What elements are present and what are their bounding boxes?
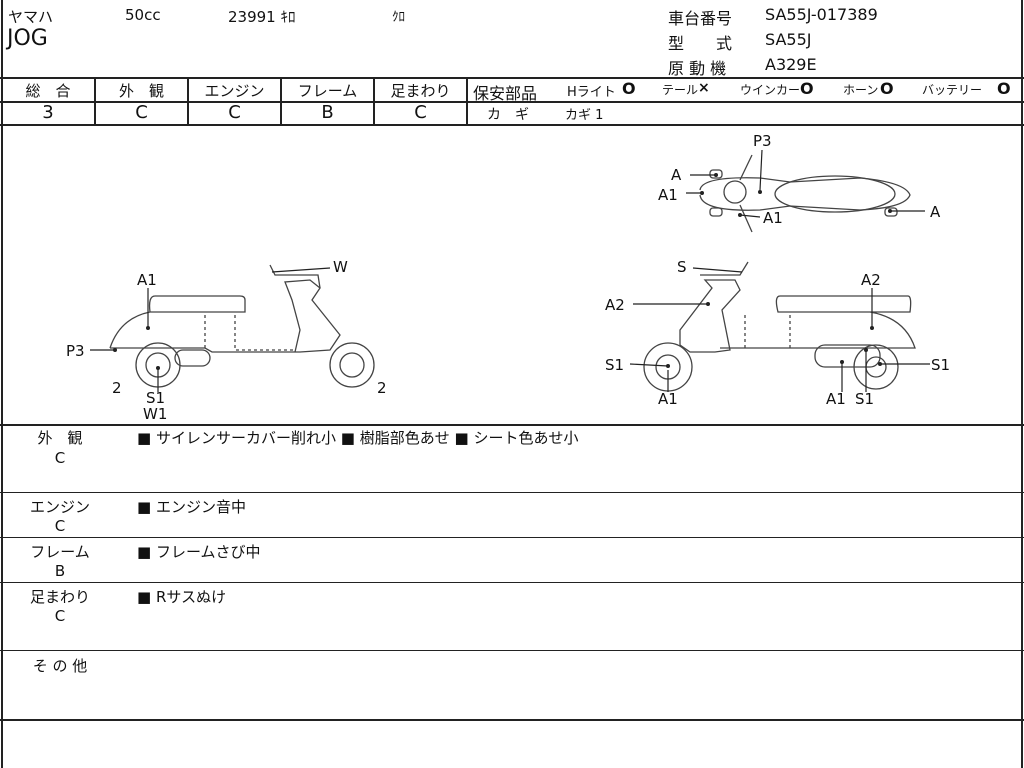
- note-label-suspension: 足まわり: [29, 588, 90, 606]
- safety-mark: ×: [698, 80, 710, 96]
- diagram-label: A2: [605, 296, 625, 314]
- safety-item-headlight: Hライト: [567, 85, 616, 100]
- grade-overall: 3: [42, 102, 54, 123]
- divider: [187, 77, 189, 125]
- grade-engine: C: [228, 102, 241, 123]
- bullet: ■: [137, 429, 152, 447]
- divider: [94, 77, 96, 125]
- diagram-label: A: [930, 203, 941, 221]
- mileage: 23991 ｷﾛ: [228, 8, 296, 26]
- bullet: ■: [137, 588, 152, 606]
- diagram-label: A1: [658, 390, 678, 408]
- note-items-engine: ■ エンジン音中: [137, 496, 246, 517]
- diagram-label: 2: [377, 379, 387, 397]
- note-item: サイレンサーカバー削れ小: [155, 429, 336, 447]
- grade-frame: B: [321, 102, 334, 123]
- divider: [0, 582, 1024, 583]
- diagram-label: 2: [112, 379, 122, 397]
- diagram-label: S1: [146, 389, 166, 407]
- divider: [0, 537, 1024, 538]
- divider: [0, 719, 1024, 721]
- grade-suspension: C: [414, 102, 427, 123]
- note-items-frame: ■ フレームさび中: [137, 541, 261, 562]
- safety-mark: O: [622, 79, 636, 98]
- diagram-label: A1: [658, 186, 678, 204]
- diagram-label: A: [671, 166, 682, 184]
- scooter-top-view: [699, 154, 911, 233]
- divider: [373, 77, 375, 125]
- bullet: ■: [137, 543, 152, 561]
- grade-label-engine: エンジン: [204, 82, 265, 100]
- type-label: 型 式: [668, 34, 733, 53]
- note-item: Rサスぬけ: [155, 588, 227, 606]
- divider: [280, 77, 282, 125]
- diagram-label: S1: [605, 356, 625, 374]
- frame-no-label: 車台番号: [668, 9, 733, 28]
- diagram-label: A1: [826, 390, 846, 408]
- grade-label-suspension: 足まわり: [390, 82, 451, 100]
- diagram-label: P3: [753, 132, 772, 150]
- grade-label-frame: フレーム: [297, 82, 358, 100]
- note-items-suspension: ■ Rサスぬけ: [137, 586, 226, 607]
- diagram-label: W: [333, 258, 348, 276]
- divider: [0, 101, 1024, 103]
- safety-item-tail: テール: [662, 83, 699, 97]
- maker: ヤマハ: [8, 8, 54, 26]
- note-label-frame: フレーム: [30, 543, 90, 561]
- diagram-label: A1: [137, 271, 157, 289]
- grade-exterior: C: [135, 102, 148, 123]
- safety-item-winker: ウインカー: [740, 83, 801, 97]
- safety-label: 保安部品: [473, 84, 538, 103]
- note-item: 樹脂部色あせ: [359, 429, 450, 447]
- model-name: JOG: [7, 26, 48, 51]
- divider: [466, 77, 468, 125]
- note-items-exterior: ■ サイレンサーカバー削れ小 ■ 樹脂部色あせ ■ シート色あせ小: [137, 427, 579, 448]
- border-left: [1, 0, 3, 768]
- diagram-label: S1: [931, 356, 951, 374]
- note-item: フレームさび中: [155, 543, 261, 561]
- note-grade-frame: B: [54, 562, 66, 580]
- callout-lines: [90, 149, 930, 392]
- damage-points: [113, 173, 892, 370]
- diagram-label: P3: [66, 342, 85, 360]
- diagram-label: A2: [861, 271, 881, 289]
- safety-item-battery: バッテリー: [922, 83, 983, 97]
- note-item: シート色あせ小: [473, 429, 579, 447]
- divider: [0, 124, 1024, 126]
- note-label-exterior: 外 観: [37, 429, 83, 447]
- engine-value: A329E: [765, 55, 817, 74]
- divider: [0, 424, 1024, 426]
- safety-item-horn: ホーン: [843, 83, 879, 97]
- color: ｸﾛ: [392, 10, 405, 25]
- note-grade-engine: C: [54, 517, 66, 535]
- bullet: ■: [137, 498, 152, 516]
- type-value: SA55J: [765, 30, 812, 49]
- note-label-engine: エンジン: [29, 498, 90, 516]
- bullet: ■: [340, 429, 355, 447]
- diagram-label: W1: [143, 405, 168, 423]
- note-label-other: そ の 他: [32, 657, 88, 675]
- frame-no: SA55J-017389: [765, 5, 878, 24]
- key-value: カギ 1: [565, 108, 604, 123]
- safety-mark: O: [880, 79, 894, 98]
- divider: [0, 492, 1024, 493]
- note-item: エンジン音中: [155, 498, 246, 516]
- border-right: [1021, 0, 1023, 768]
- diagram-label: S: [677, 258, 687, 276]
- safety-mark: O: [997, 79, 1011, 98]
- divider: [0, 650, 1024, 651]
- diagram-label: S1: [855, 390, 875, 408]
- bullet: ■: [454, 429, 469, 447]
- engine-label: 原 動 機: [668, 59, 727, 78]
- key-label: カ ギ: [487, 107, 529, 123]
- scooter-right-view: [643, 261, 916, 392]
- divider: [0, 77, 1024, 79]
- grade-label-overall: 総 合: [25, 82, 71, 100]
- safety-mark: O: [800, 79, 814, 98]
- grade-label-exterior: 外 観: [118, 82, 164, 100]
- note-grade-suspension: C: [54, 607, 66, 625]
- displacement: 50cc: [125, 6, 161, 24]
- note-grade-exterior: C: [54, 449, 66, 467]
- diagram-label: A1: [763, 209, 783, 227]
